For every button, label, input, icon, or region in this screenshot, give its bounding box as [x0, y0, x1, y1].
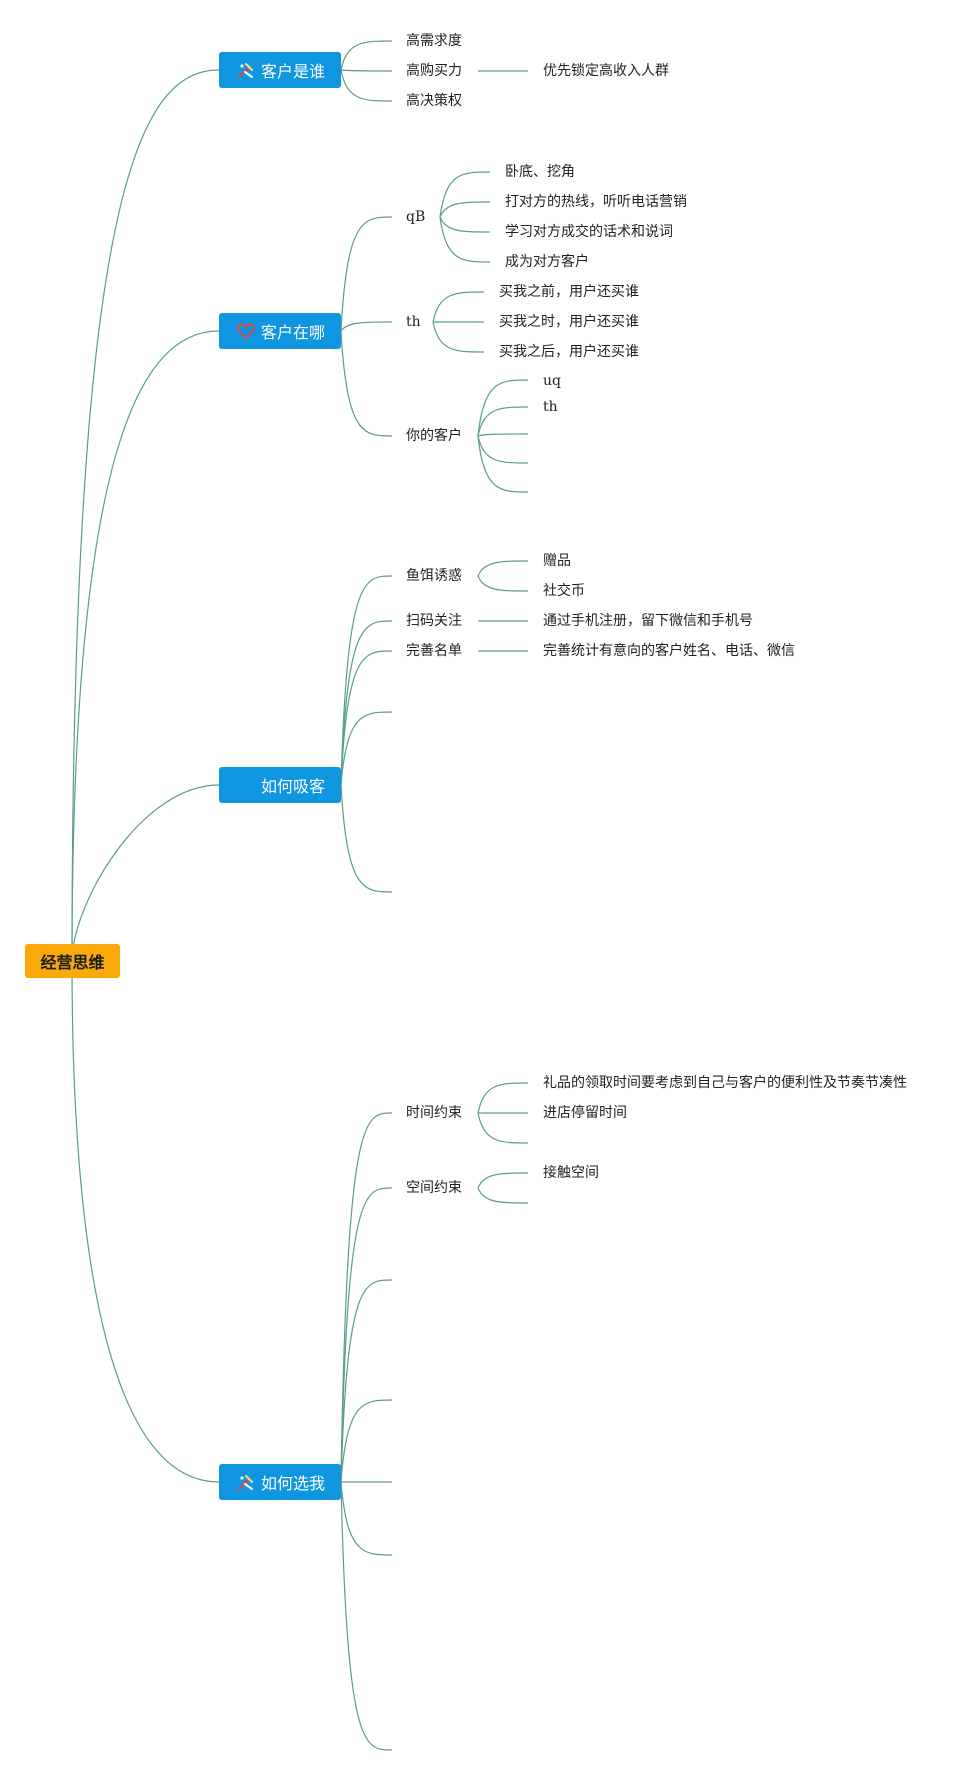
connector-line: [340, 69, 393, 72]
connector-line: [477, 406, 529, 437]
connector-line: [340, 575, 393, 786]
topic-uq[interactable]: uq: [543, 373, 561, 389]
connector-line: [340, 330, 393, 437]
branch-label: 客户是谁: [260, 62, 325, 81]
topic-high-income-target[interactable]: 优先锁定高收入人群: [543, 63, 669, 79]
topic-phone-register[interactable]: 通过手机注册，留下微信和手机号: [543, 613, 753, 629]
branch-who-customers[interactable]: 客户是谁: [219, 52, 341, 88]
topic-gift[interactable]: 赠品: [543, 553, 571, 569]
connector-line: [340, 216, 393, 332]
topic-list-details[interactable]: 完善统计有意向的客户姓名、电话、微信: [543, 643, 795, 659]
topic-th-child[interactable]: 买我之时，用户还买谁: [499, 314, 639, 330]
root-node[interactable]: 经营思维: [25, 944, 120, 978]
topic-qb[interactable]: qB: [406, 209, 426, 225]
topic-high-demand[interactable]: 高需求度: [406, 33, 462, 49]
connector-line: [71, 330, 220, 962]
topic-store-stay-time[interactable]: 进店停留时间: [543, 1105, 627, 1121]
connector-line: [477, 435, 529, 493]
connector-line: [477, 1112, 529, 1144]
connector-line: [477, 560, 529, 577]
branch-label: 如何吸客: [260, 777, 325, 796]
connector-line: [340, 40, 393, 71]
topic-qb-child[interactable]: 成为对方客户: [505, 254, 589, 270]
branch-label: 客户在哪: [260, 323, 325, 342]
connector-line: [340, 69, 393, 102]
topic-th[interactable]: th: [406, 314, 421, 330]
topic-contact-space[interactable]: 接触空间: [543, 1165, 599, 1181]
connector-line: [439, 171, 491, 218]
connector-line: [432, 291, 485, 323]
connector-line: [340, 1399, 393, 1483]
tools-icon: [235, 59, 257, 81]
connector-line: [439, 201, 491, 218]
connector-line: [71, 960, 220, 1483]
topic-qb-child[interactable]: 卧底、挖角: [505, 164, 575, 180]
connector-line: [340, 650, 393, 786]
connector-line: [439, 216, 491, 263]
topic-your-customers[interactable]: 你的客户: [406, 428, 462, 444]
connector-line: [340, 321, 393, 332]
topic-high-decision-power[interactable]: 高决策权: [406, 93, 462, 109]
topic-bait[interactable]: 鱼饵诱惑: [406, 568, 462, 584]
topic-high-purchasing-power[interactable]: 高购买力: [406, 63, 462, 79]
connector-line: [439, 216, 491, 233]
blank-icon: [235, 774, 257, 796]
connector-line: [340, 1112, 393, 1483]
connector-line: [477, 433, 529, 437]
topic-scan-follow[interactable]: 扫码关注: [406, 613, 462, 629]
branch-attract-customers[interactable]: 如何吸客: [219, 767, 341, 803]
root-label: 经营思维: [40, 953, 105, 972]
topic-qb-child[interactable]: 学习对方成交的话术和说词: [505, 224, 673, 240]
connector-line: [71, 784, 220, 962]
topic-th-child[interactable]: 买我之后，用户还买谁: [499, 344, 639, 360]
branch-label: 如何选我: [260, 1474, 325, 1493]
connector-line: [340, 1481, 393, 1556]
connector-line: [477, 575, 529, 592]
connector-line: [432, 321, 485, 353]
connector-line: [477, 435, 529, 464]
branch-where-customers[interactable]: 客户在哪: [219, 313, 341, 349]
connector-line: [477, 1082, 529, 1114]
connector-line: [477, 1172, 529, 1189]
connector-line: [340, 711, 393, 786]
connector-line: [340, 1279, 393, 1483]
connector-line: [340, 784, 393, 893]
topic-th-2[interactable]: th: [543, 399, 558, 415]
branch-why-choose-me[interactable]: 如何选我: [219, 1464, 341, 1500]
topic-qb-child[interactable]: 打对方的热线，听听电话营销: [505, 194, 687, 210]
connector-line: [340, 1481, 393, 1751]
topic-space-constraint[interactable]: 空间约束: [406, 1180, 462, 1196]
connector-line: [477, 379, 529, 437]
topic-gift-pickup-time[interactable]: 礼品的领取时间要考虑到自己与客户的便利性及节奏节凑性: [543, 1075, 907, 1091]
topic-time-constraint[interactable]: 时间约束: [406, 1105, 462, 1121]
topic-social-currency[interactable]: 社交币: [543, 583, 585, 599]
tools-icon: [235, 1471, 257, 1493]
topic-th-child[interactable]: 买我之前，用户还买谁: [499, 284, 639, 300]
heart-icon: [235, 320, 257, 342]
connector-line: [340, 620, 393, 786]
connector-line: [340, 1187, 393, 1483]
connector-line: [71, 69, 220, 962]
topic-complete-list[interactable]: 完善名单: [406, 643, 462, 659]
connector-line: [477, 1187, 529, 1204]
